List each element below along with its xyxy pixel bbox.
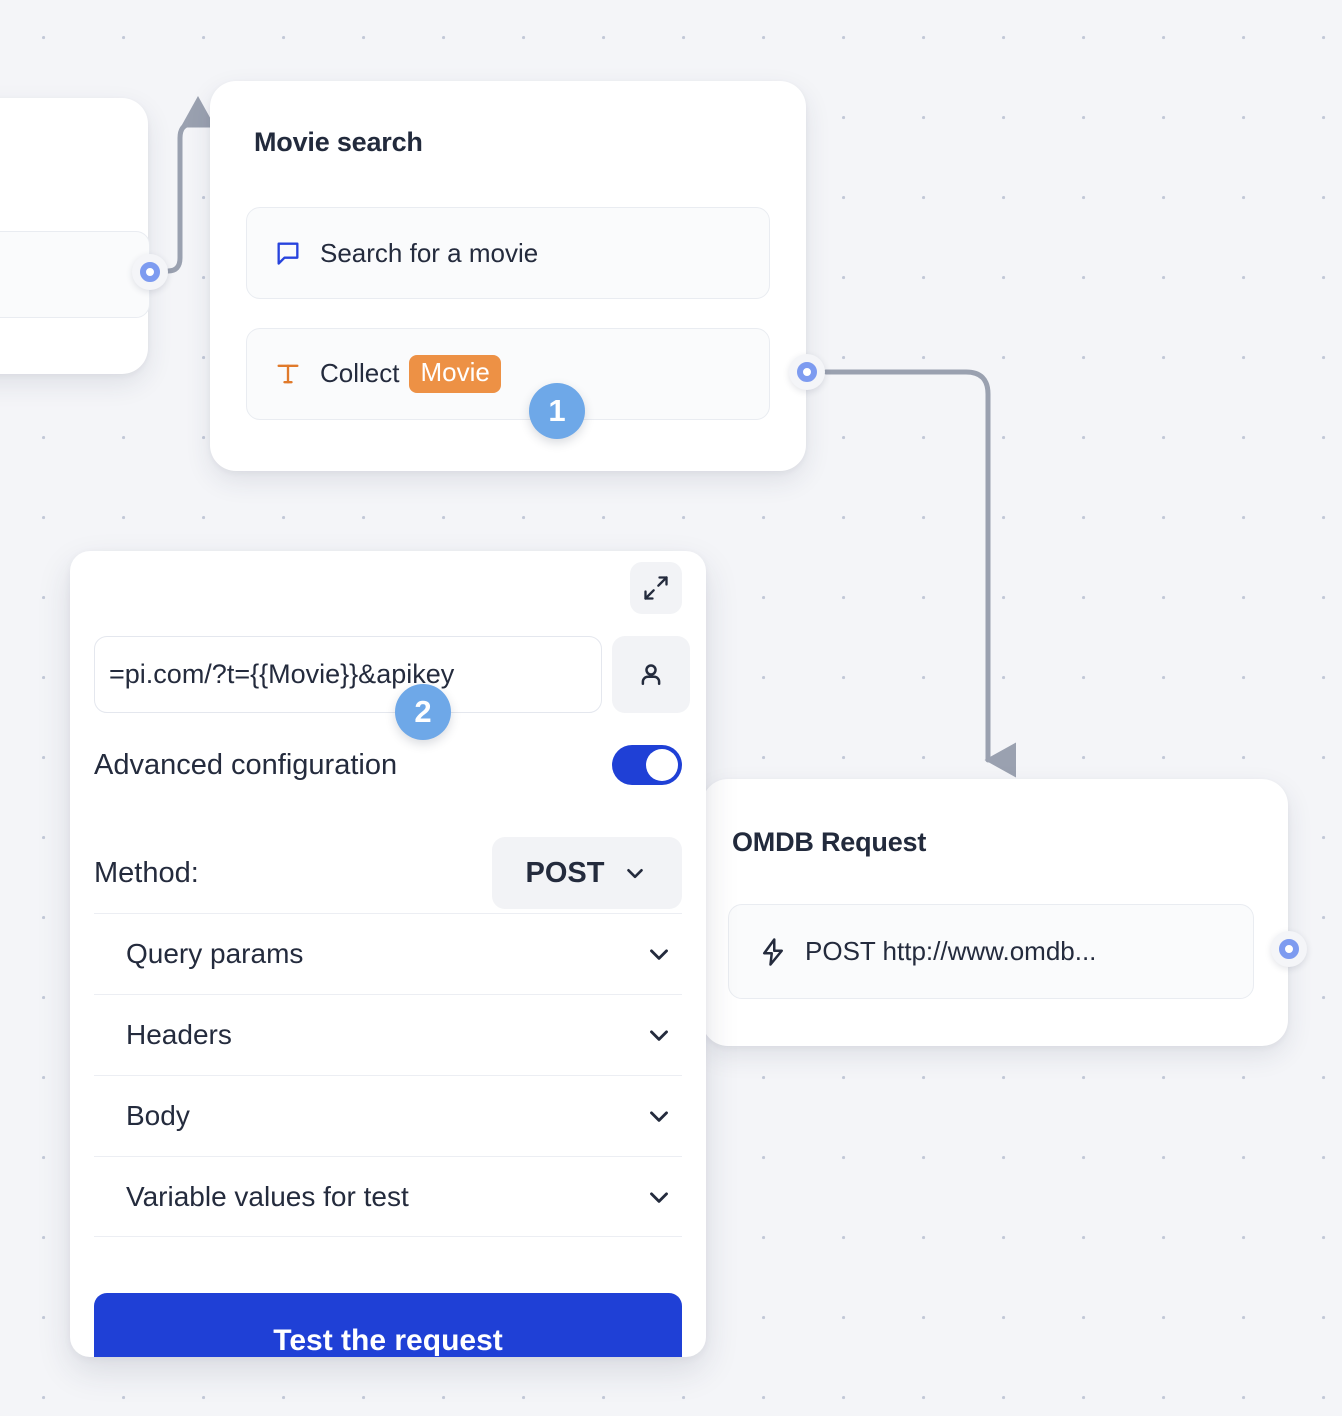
advanced-configuration-label: Advanced configuration	[94, 748, 398, 781]
step-badge-2: 2	[395, 684, 451, 740]
lightning-bolt-icon	[758, 937, 788, 967]
chevron-down-icon	[650, 1191, 668, 1203]
omdb-request-node[interactable]: OMDB Request POST http://www.omdb...	[685, 779, 1288, 1046]
method-row: Method: POST	[94, 837, 682, 909]
chevron-down-icon	[650, 949, 668, 960]
collect-label-text: Collect	[320, 358, 400, 389]
expand-diagonal-icon	[644, 576, 668, 600]
person-icon	[641, 663, 661, 685]
omdb-request-title: OMDB Request	[732, 827, 927, 857]
toggle-knob	[646, 749, 678, 781]
request-config-panel: Advanced configuration Method: POST Quer…	[70, 551, 706, 1357]
method-value: POST	[525, 856, 605, 889]
expand-panel-button[interactable]	[630, 562, 682, 614]
request-url-input[interactable]	[94, 636, 602, 713]
chevron-down-icon	[650, 1030, 668, 1041]
chevron-down-icon	[650, 1111, 668, 1122]
trigger-node-row[interactable]	[0, 231, 150, 318]
chat-bubble-icon	[273, 238, 303, 268]
omdb-output-port[interactable]	[1271, 931, 1307, 967]
trigger-output-port[interactable]	[132, 254, 168, 290]
section-variable-values-for-test[interactable]: Variable values for test	[94, 1156, 682, 1237]
movie-search-title: Movie search	[254, 127, 423, 157]
section-label: Variable values for test	[126, 1180, 409, 1212]
trigger-node[interactable]	[0, 98, 150, 374]
node-row-label: Search for a movie	[320, 237, 539, 268]
node-row-omdb-post[interactable]: POST http://www.omdb...	[728, 904, 1254, 999]
advanced-configuration-row: Advanced configuration	[94, 745, 682, 785]
movie-search-output-port[interactable]	[789, 354, 825, 390]
test-the-request-button[interactable]: Test the request	[94, 1293, 682, 1357]
method-select[interactable]: POST	[492, 837, 682, 909]
section-body[interactable]: Body	[94, 1075, 682, 1156]
chevron-down-icon	[627, 868, 644, 879]
section-query-params[interactable]: Query params	[94, 913, 682, 994]
url-row	[94, 636, 690, 713]
advanced-configuration-toggle[interactable]	[612, 745, 682, 785]
node-row-label-collect: Collect Movie	[320, 355, 501, 393]
node-row-search-for-a-movie[interactable]: Search for a movie	[246, 207, 770, 299]
text-type-icon	[273, 359, 303, 389]
section-label: Body	[126, 1100, 190, 1131]
step-badge-1: 1	[529, 383, 585, 439]
movie-search-node[interactable]: Movie search Search for a movie Collect …	[210, 81, 806, 471]
section-label: Headers	[126, 1019, 232, 1050]
request-sections-accordion: Query params Headers Body Variable value…	[94, 913, 682, 1237]
section-label: Query params	[126, 938, 304, 969]
node-row-label-omdb: POST http://www.omdb...	[805, 936, 1097, 966]
node-row-collect-variable[interactable]: Collect Movie	[246, 328, 770, 420]
section-headers[interactable]: Headers	[94, 994, 682, 1075]
method-label: Method:	[94, 856, 199, 889]
auth-settings-button[interactable]	[612, 636, 690, 713]
variable-chip-movie[interactable]: Movie	[409, 355, 501, 393]
